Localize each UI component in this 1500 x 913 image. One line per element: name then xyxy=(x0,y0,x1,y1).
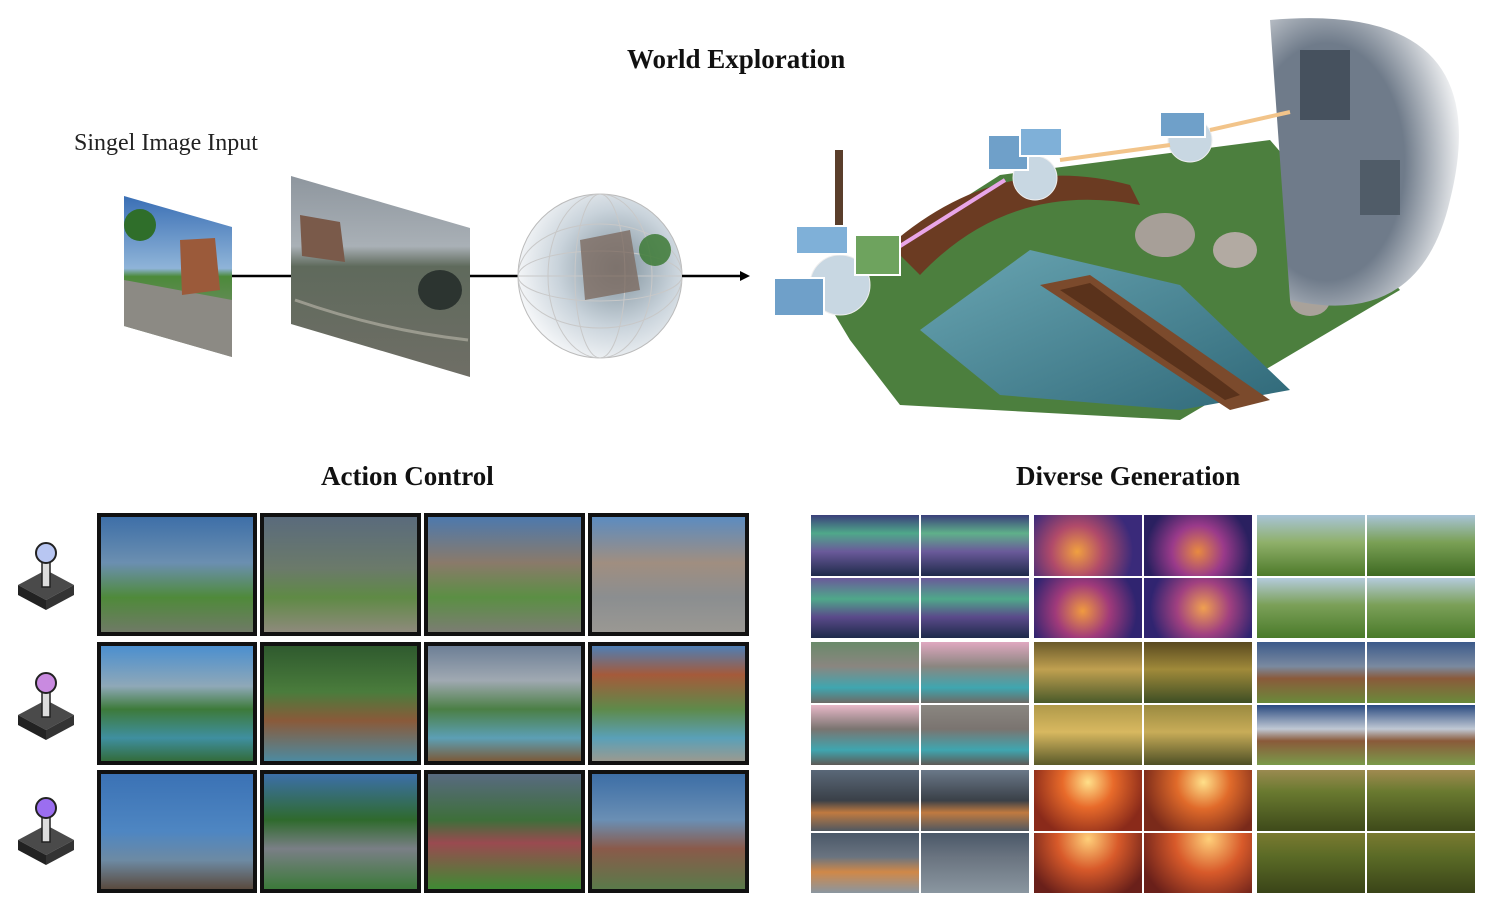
joystick-icon xyxy=(18,797,74,865)
generated-frame xyxy=(1367,833,1475,893)
generated-frame xyxy=(1257,705,1365,765)
generated-frame xyxy=(811,833,919,893)
generated-frame xyxy=(1257,642,1365,703)
action-frame xyxy=(588,642,749,765)
generated-frame xyxy=(811,705,919,765)
generated-frame xyxy=(921,515,1029,576)
generated-frame xyxy=(1144,515,1252,576)
generated-frame xyxy=(921,770,1029,831)
generated-frame xyxy=(811,515,919,576)
world-exploration-pipeline xyxy=(124,18,1459,420)
generated-frame xyxy=(1034,642,1142,703)
action-frame xyxy=(424,513,585,636)
generated-frame xyxy=(811,770,919,831)
panorama-sphere xyxy=(517,193,683,359)
action-frame xyxy=(260,642,421,765)
generated-frame xyxy=(921,578,1029,638)
generated-frame xyxy=(1144,705,1252,765)
action-frame xyxy=(97,770,257,893)
ray-orange xyxy=(1059,143,1171,162)
generated-frame xyxy=(1257,578,1365,638)
diverse-generation-title: Diverse Generation xyxy=(1016,461,1241,491)
action-frame xyxy=(424,642,585,765)
action-frame xyxy=(424,770,585,893)
action-frame xyxy=(97,513,257,636)
world-scene xyxy=(773,18,1459,420)
generated-frame xyxy=(921,642,1029,703)
action-frame xyxy=(588,770,749,893)
action-frame xyxy=(97,642,257,765)
generated-frame xyxy=(1367,705,1475,765)
joystick-icon xyxy=(18,542,74,610)
generated-frame xyxy=(1144,770,1252,831)
action-frame xyxy=(588,513,749,636)
joystick-icon xyxy=(18,672,74,740)
generated-frame xyxy=(811,578,919,638)
generated-frame xyxy=(1257,770,1365,831)
generated-frame xyxy=(1034,705,1142,765)
panorama-image xyxy=(291,176,470,377)
generated-frame xyxy=(1034,833,1142,893)
single-image-input-label: Singel Image Input xyxy=(74,130,258,156)
input-image xyxy=(124,196,232,357)
generated-frame xyxy=(1034,578,1142,638)
generated-frame xyxy=(921,705,1029,765)
generated-frame xyxy=(1034,770,1142,831)
action-control-title: Action Control xyxy=(321,461,494,491)
generated-frame xyxy=(1257,833,1365,893)
generated-frame xyxy=(1034,515,1142,576)
action-frame xyxy=(260,770,421,893)
generated-frame xyxy=(1144,642,1252,703)
generated-frame xyxy=(1367,515,1475,576)
generated-frame xyxy=(811,642,919,703)
generated-frame xyxy=(1367,642,1475,703)
generated-frame xyxy=(1144,833,1252,893)
generated-frame xyxy=(1144,578,1252,638)
generated-frame xyxy=(1257,515,1365,576)
world-exploration-title: World Exploration xyxy=(627,44,846,74)
generated-frame xyxy=(1367,578,1475,638)
generated-frame xyxy=(1367,770,1475,831)
action-frame xyxy=(260,513,421,636)
generated-frame xyxy=(921,833,1029,893)
